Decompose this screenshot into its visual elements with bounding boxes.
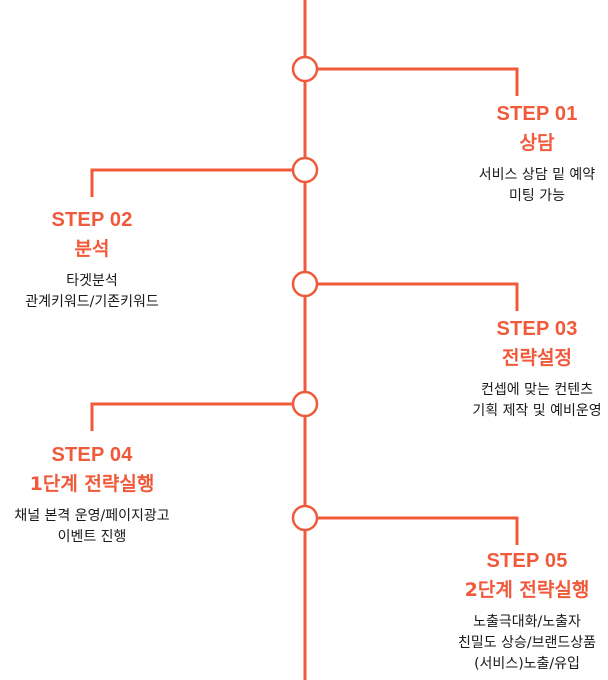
- timeline-node-icon: [291, 390, 319, 418]
- step-name: 1단계 전략실행: [29, 473, 155, 495]
- step-connector: [317, 67, 519, 96]
- step-description-line: (서비스)노출/유입: [474, 656, 580, 672]
- step-description: 서비스 상담 밑 예약 미팅 가능: [407, 165, 608, 207]
- step-title: STEP 05: [486, 550, 568, 572]
- step-description-line: 채널 본격 운영/페이지광고: [14, 508, 170, 524]
- step-description-line: 컨셉에 맞는 컨텐츠: [481, 382, 593, 398]
- step-title: STEP 04: [51, 444, 133, 466]
- step-description: 노출극대화/노출자 친밀도 상승/브랜드상품 (서비스)노출/유입: [397, 612, 608, 675]
- step-connector: [317, 282, 519, 311]
- step-connector: [90, 168, 293, 197]
- step-description: 컨셉에 맞는 컨텐츠 기획 제작 및 예비운영: [407, 380, 608, 422]
- step-description-line: 타겟분석: [66, 273, 118, 289]
- step-description-line: 기획 제작 및 예비운영: [472, 403, 602, 419]
- timeline-node-icon: [291, 504, 319, 532]
- step-connector: [90, 402, 293, 431]
- timeline-node-icon: [291, 55, 319, 83]
- step-02: STEP 02 분석 타겟분석 관계키워드/기존키워드: [0, 206, 222, 313]
- timeline-node-icon: [291, 270, 319, 298]
- step-04: STEP 04 1단계 전략실행 채널 본격 운영/페이지광고 이벤트 진행: [0, 441, 222, 548]
- step-title: STEP 03: [496, 318, 578, 340]
- timeline-node-icon: [291, 156, 319, 184]
- step-description-line: 관계키워드/기존키워드: [25, 294, 159, 310]
- step-description: 채널 본격 운영/페이지광고 이벤트 진행: [0, 506, 222, 548]
- step-title: STEP 02: [51, 209, 133, 231]
- step-description-line: 이벤트 진행: [57, 529, 127, 545]
- step-description-line: 미팅 가능: [509, 188, 565, 204]
- step-description: 타겟분석 관계키워드/기존키워드: [0, 271, 222, 313]
- step-name: 상담: [519, 132, 555, 154]
- step-03: STEP 03 전략설정 컨셉에 맞는 컨텐츠 기획 제작 및 예비운영: [407, 315, 608, 422]
- step-title: STEP 01: [496, 103, 578, 125]
- step-description-line: 친밀도 상승/브랜드상품: [458, 635, 596, 651]
- step-connector: [317, 516, 519, 545]
- step-name: 2단계 전략실행: [464, 579, 590, 601]
- step-description-line: 노출극대화/노출자: [473, 614, 581, 630]
- step-name: 분석: [74, 238, 110, 260]
- step-name: 전략설정: [502, 347, 572, 369]
- step-description-line: 서비스 상담 밑 예약: [478, 167, 596, 183]
- step-01: STEP 01 상담 서비스 상담 밑 예약 미팅 가능: [407, 100, 608, 207]
- step-05: STEP 05 2단계 전략실행 노출극대화/노출자 친밀도 상승/브랜드상품 …: [397, 547, 608, 675]
